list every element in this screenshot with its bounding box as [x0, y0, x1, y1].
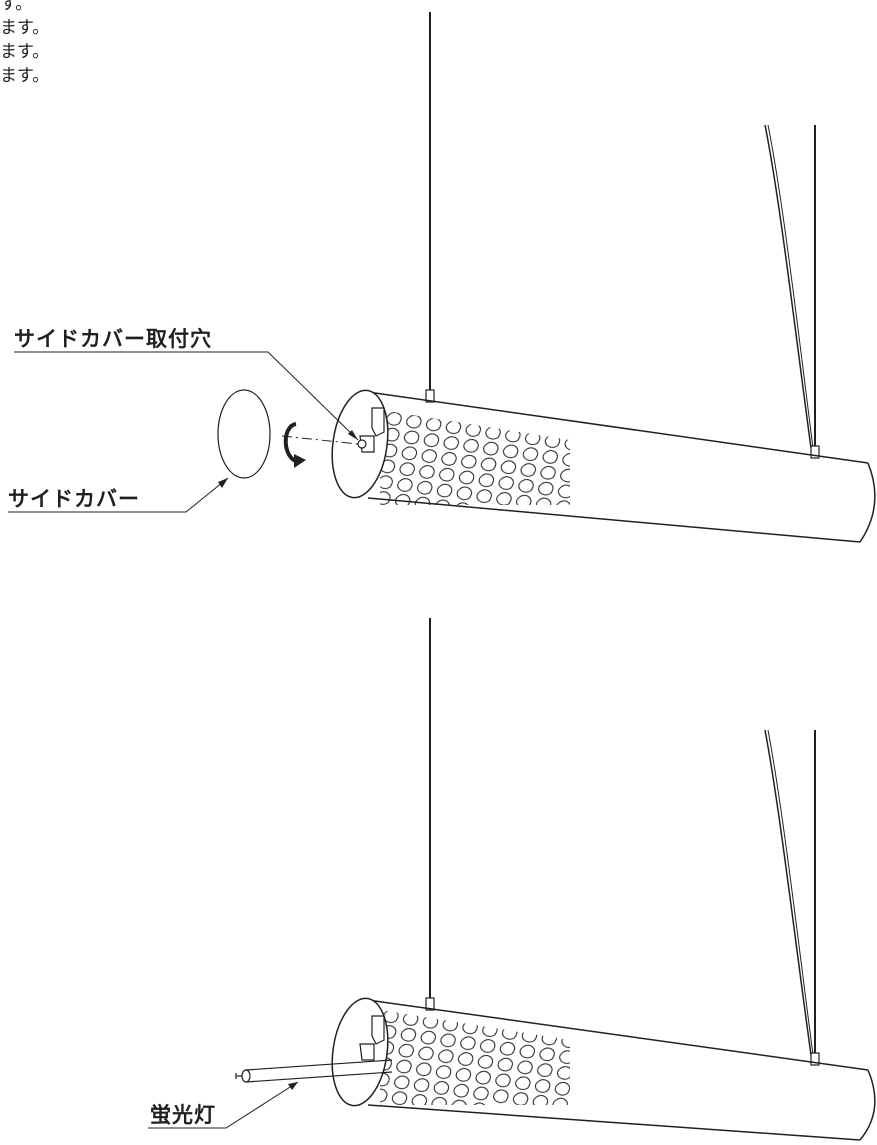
instruction-line: ます。	[0, 66, 50, 86]
side-cover-mount-hole	[357, 439, 367, 449]
hanger-right	[810, 445, 820, 459]
power-cord	[764, 124, 812, 449]
bottom-figure	[148, 618, 876, 1141]
instruction-line: す。	[0, 0, 33, 14]
label-side-cover-mount-hole: サイドカバー取付穴	[14, 327, 212, 351]
instruction-line: ます。	[0, 42, 50, 62]
fluorescent-lamp	[235, 1059, 393, 1083]
instruction-line: ます。	[0, 18, 50, 38]
fixture-tube	[331, 997, 876, 1141]
instruction-text: す。 ます。 ます。 ます。	[0, 0, 49, 88]
label-side-cover: サイドカバー	[8, 487, 140, 511]
hanger-left	[425, 997, 435, 1011]
top-figure	[8, 12, 876, 543]
leader-line-cover	[8, 477, 229, 513]
leader-line-hole	[14, 351, 359, 441]
hanger-left	[425, 389, 435, 403]
side-cover	[217, 389, 271, 479]
fixture-tube	[331, 389, 876, 543]
label-fluorescent-lamp: 蛍光灯	[150, 1103, 216, 1127]
leader-line-lamp	[148, 1081, 299, 1129]
power-cord	[764, 729, 812, 1056]
hanger-right	[810, 1052, 820, 1066]
